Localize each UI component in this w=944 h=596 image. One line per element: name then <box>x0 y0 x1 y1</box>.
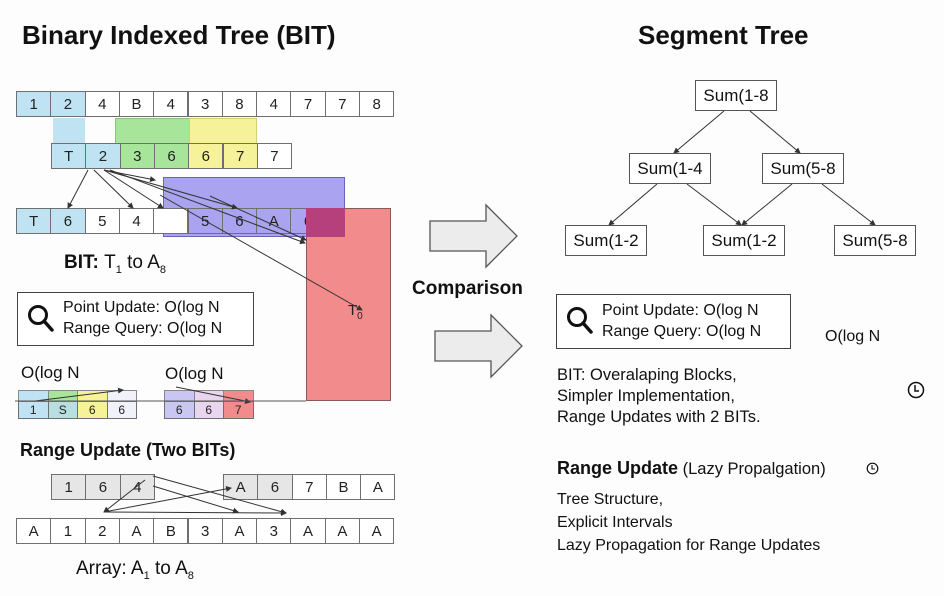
tree-node-right: Sum(5-8 <box>762 153 844 184</box>
segment-title: Segment Tree <box>638 20 809 50</box>
right-arrow-icon <box>434 313 523 379</box>
cell: 4 <box>119 474 155 500</box>
note-line: BIT: Overalaping Blocks, <box>557 366 737 384</box>
cell: A <box>360 474 396 500</box>
tree-leaf: Sum(5-8 <box>834 225 916 256</box>
tree-leaf: Sum(1-2 <box>703 225 785 256</box>
clock-icon <box>907 381 925 399</box>
cell: 7 <box>256 143 293 169</box>
range-query-text: Range Query: O(log N <box>63 320 223 337</box>
arrow <box>159 194 363 311</box>
side-complexity: O(log N <box>825 328 881 345</box>
arrow <box>67 169 89 209</box>
segment-complexity-box: Point Update: O(log N Range Query: O(log… <box>556 294 791 349</box>
cell: T <box>51 143 87 169</box>
tree-edge <box>686 183 742 226</box>
point-update-text: Point Update: O(log N <box>602 302 759 319</box>
cell: 8 <box>359 91 395 117</box>
cell: 2 <box>84 518 120 544</box>
arrow <box>93 169 134 209</box>
t-node-label: T0 <box>348 302 363 322</box>
tree-edge <box>749 110 801 154</box>
tree-node-left: Sum(1-4 <box>629 153 711 184</box>
right-arrow-icon <box>429 203 518 269</box>
note-line: Lazy Propagation for Range Updates <box>557 537 821 554</box>
cell: A <box>359 518 395 544</box>
tree-edge <box>673 110 725 154</box>
note-line: Simpler Implementation, <box>557 387 735 405</box>
cell: B <box>153 518 189 544</box>
overlap-block <box>306 208 345 237</box>
cell: 7 <box>222 143 258 169</box>
tree-node-root: Sum(1-8 <box>695 80 777 111</box>
bit-title: Binary Indexed Tree (BIT) <box>22 20 336 50</box>
search-icon <box>567 307 593 334</box>
range-update-lazy-title: Range Update (Lazy Propalgation) <box>557 458 826 478</box>
cell: 4 <box>256 91 292 117</box>
cell: T <box>16 208 52 234</box>
note-line: Explicit Intervals <box>557 514 673 531</box>
cell: 1 <box>50 518 86 544</box>
arrow <box>109 169 306 245</box>
cell: 1 <box>51 474 87 500</box>
arrow <box>103 169 164 209</box>
bit-notes: BIT: Overalaping Blocks, Simpler Impleme… <box>557 365 761 428</box>
arrow <box>175 386 251 404</box>
tree-edge <box>608 183 658 226</box>
cell: A <box>118 518 155 544</box>
clock-icon <box>866 462 879 475</box>
tree-notes: Tree Structure, Explicit Intervals Lazy … <box>557 488 820 557</box>
cell: 3 <box>119 143 155 169</box>
arrow <box>103 169 156 182</box>
cell: 4 <box>153 91 189 117</box>
cell: 2 <box>85 143 121 169</box>
cell: 3 <box>187 518 223 544</box>
cell: B <box>118 91 155 117</box>
cell: A <box>290 518 326 544</box>
cell: A <box>221 518 258 544</box>
comparison-label: Comparison <box>412 278 523 299</box>
arrow <box>152 485 239 514</box>
cell <box>153 208 189 234</box>
range-update-title: Range Update (Two BITs) <box>20 440 236 460</box>
note-line: Tree Structure, <box>557 491 664 508</box>
range-query-text: Range Query: O(log N <box>602 323 762 340</box>
red-block-overlay <box>306 208 391 401</box>
cell: B <box>325 474 362 500</box>
cell: 4 <box>118 208 155 234</box>
cell: A <box>324 518 360 544</box>
search-icon <box>28 305 54 332</box>
arrow <box>103 509 287 516</box>
bit-range-label: BIT: T1 to A8 <box>64 252 167 276</box>
tree-leaf: Sum(1-2 <box>565 225 647 256</box>
mini-right-complexity: O(log N <box>165 364 224 383</box>
cell: 7 <box>290 91 326 117</box>
tree-edge <box>741 183 793 226</box>
arrow <box>103 479 146 513</box>
cell: 4 <box>84 91 120 117</box>
array-label: Array: A1 to A8 <box>76 558 194 582</box>
bit-complexity-box: Point Update: O(log N Range Query: O(log… <box>17 292 254 346</box>
cell: 8 <box>221 91 258 117</box>
arrow <box>152 475 287 515</box>
mini-left-complexity: O(log N <box>21 363 80 382</box>
tree-edge <box>821 183 876 226</box>
arrow <box>34 387 124 402</box>
note-line: Range Updates with 2 BITs. <box>557 408 761 426</box>
arrow <box>209 195 307 241</box>
cell: A <box>16 518 52 544</box>
point-update-text: Point Update: O(log N <box>63 299 220 316</box>
cell: 3 <box>187 91 223 117</box>
